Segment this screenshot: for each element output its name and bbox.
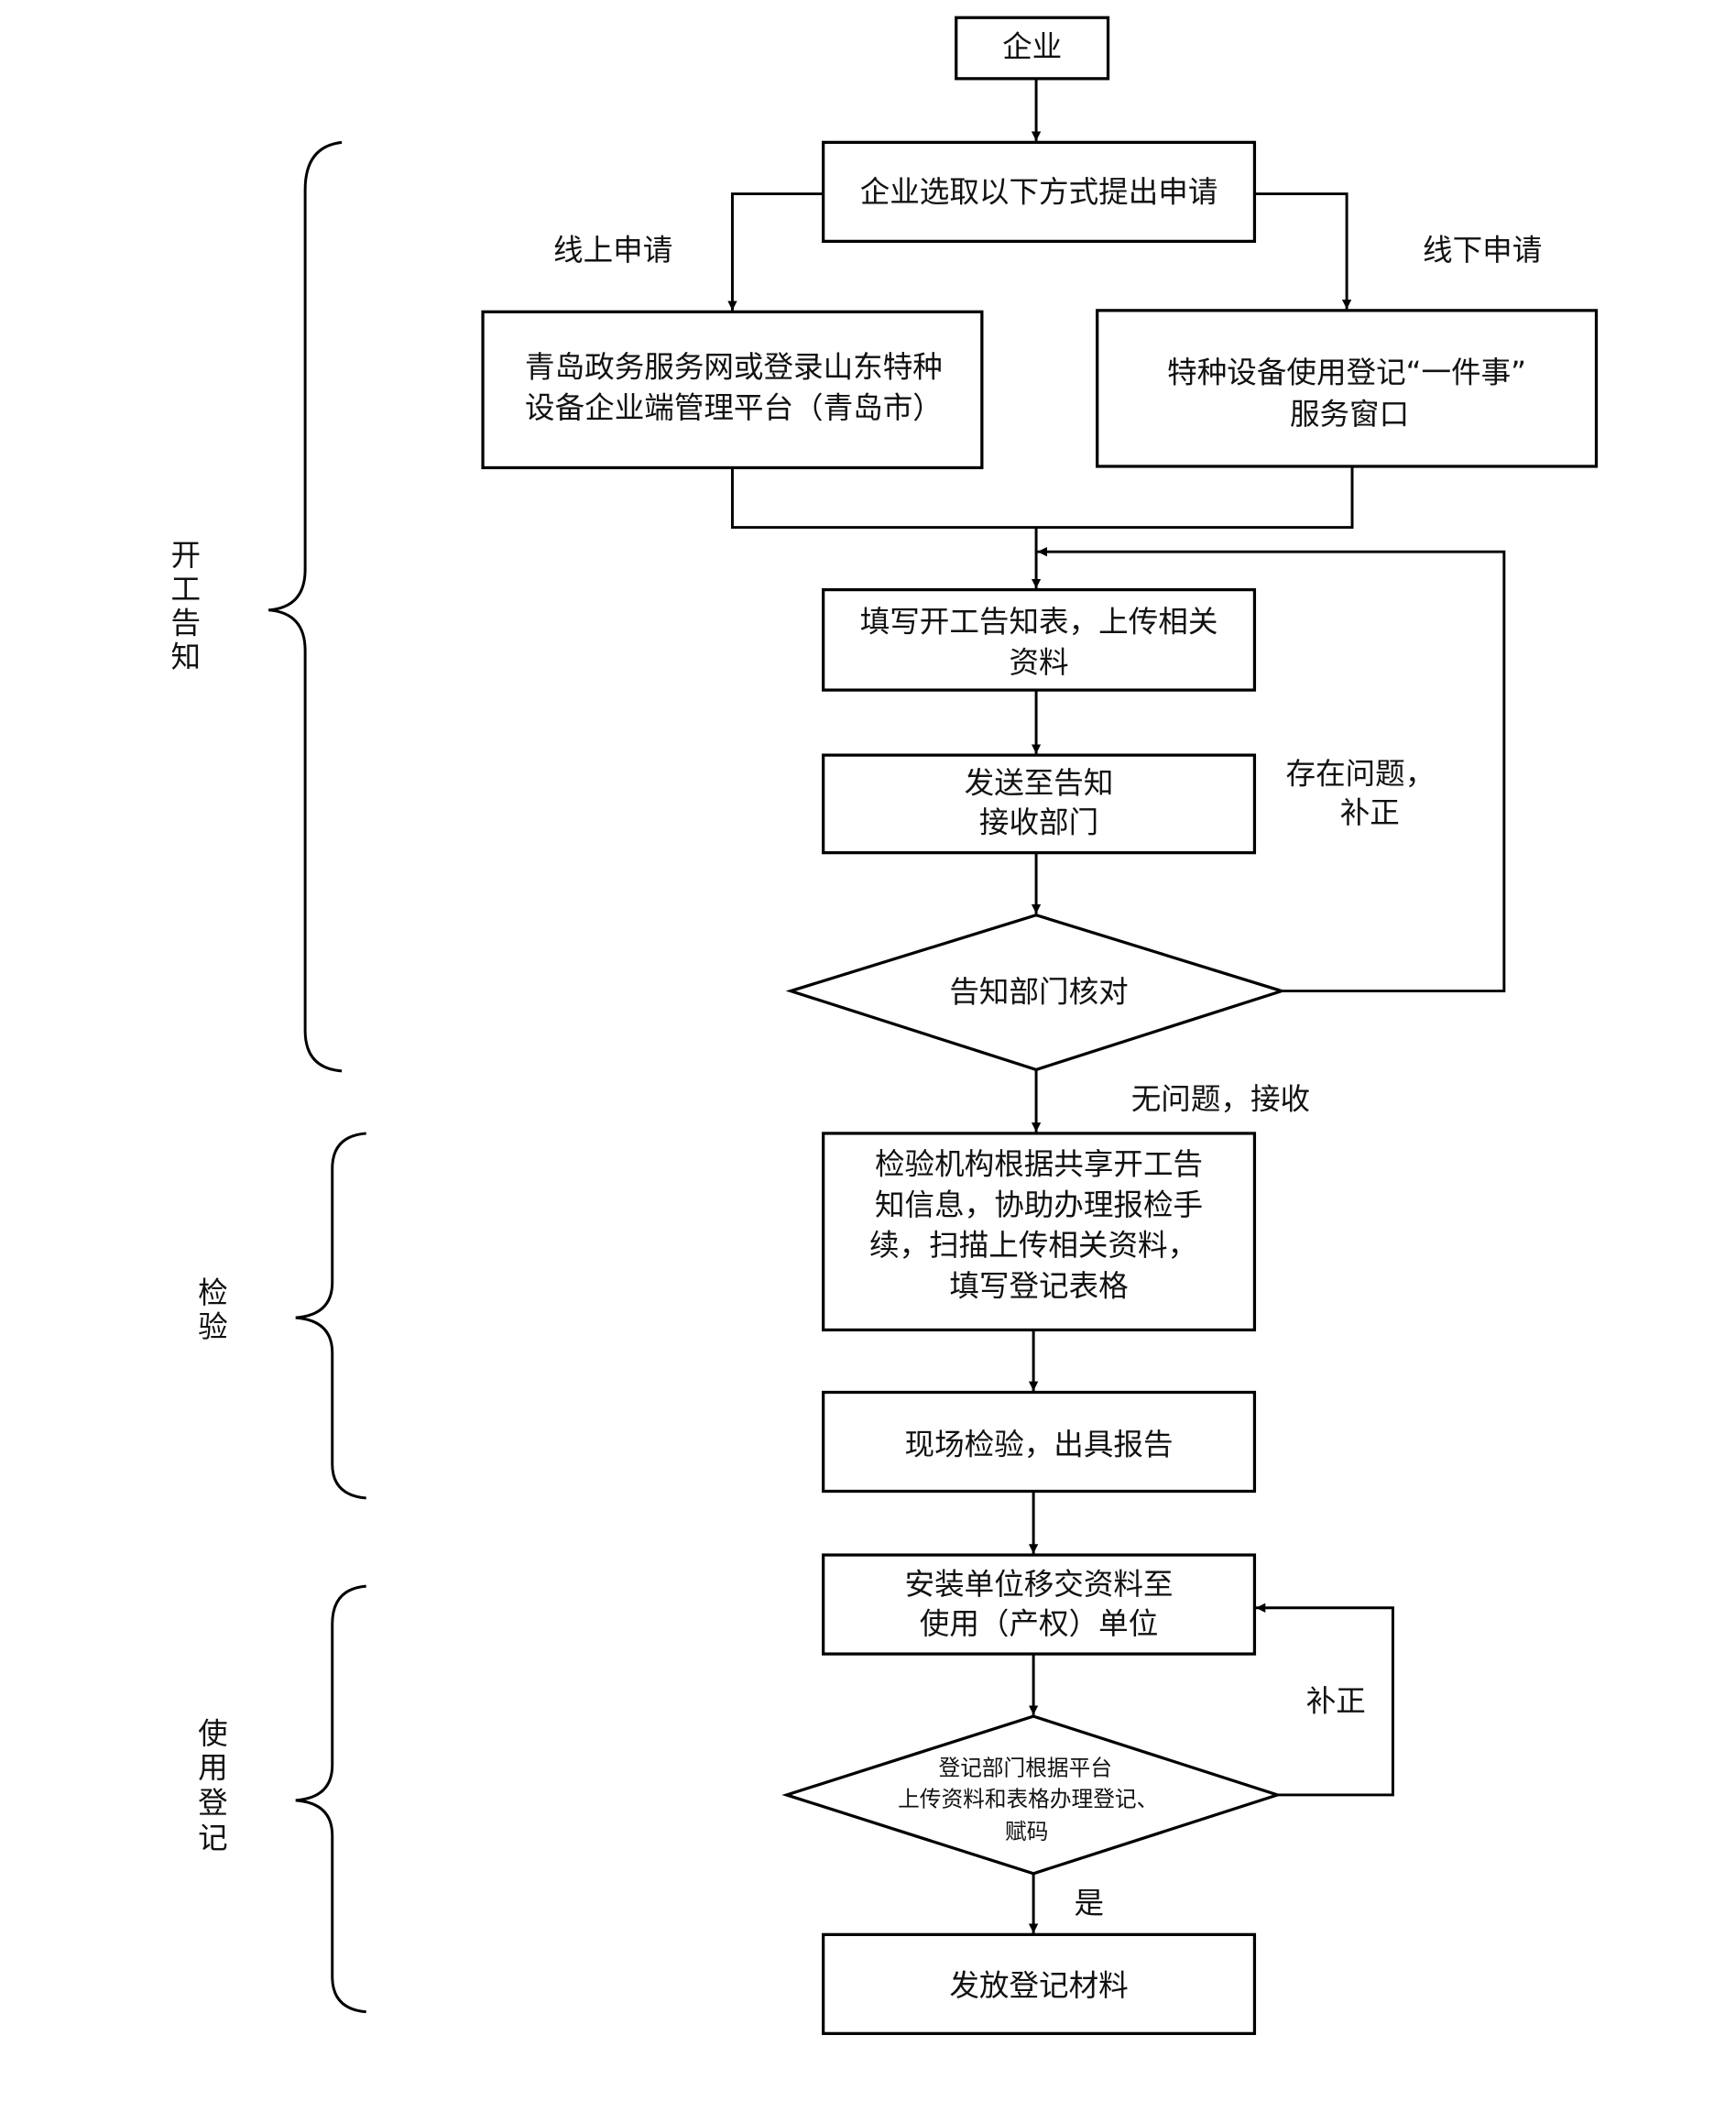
node-text: 安装单位移交资料至 bbox=[905, 1567, 1174, 1602]
phase-label-registration: 使 用 登 记 bbox=[198, 1716, 228, 1855]
edge-label-fix: 补正 bbox=[1306, 1683, 1366, 1718]
node-inspection-org: 检验机构根据共享开工告 知信息，协助办理报检手 续，扫描上传相关资料， 填写登记… bbox=[822, 1132, 1257, 1332]
node-text: 服务窗口 bbox=[1290, 397, 1409, 432]
arrow-loop-fix bbox=[1255, 1603, 1394, 1797]
phase-label-inspection: 检 验 bbox=[198, 1275, 228, 1344]
node-text: 登记部门根据平台 bbox=[939, 1755, 1112, 1780]
phase-brace-start-notice bbox=[268, 140, 343, 1073]
node-apply: 企业选取以下方式提出申请 bbox=[822, 140, 1257, 243]
node-issue-materials: 发放登记材料 bbox=[822, 1932, 1257, 2035]
phase-char: 告 bbox=[171, 606, 202, 640]
node-text: 特种设备使用登记“一件事” bbox=[1167, 355, 1526, 389]
edge-label-no-problem: 无问题，接收 bbox=[1131, 1081, 1310, 1116]
merge-line bbox=[730, 465, 1354, 530]
phase-char: 开 bbox=[171, 538, 202, 573]
node-offline-window: 特种设备使用登记“一件事” 服务窗口 bbox=[1096, 309, 1599, 468]
node-enterprise: 企业 bbox=[955, 16, 1110, 81]
node-online-platform: 青岛政务服务网或登录山东特种 设备企业端管理平台（青岛市） bbox=[481, 310, 984, 470]
phase-char: 工 bbox=[171, 572, 202, 607]
node-text: 接收部门 bbox=[979, 805, 1098, 840]
node-text: 告知部门核对 bbox=[949, 975, 1128, 1010]
node-onsite-inspection: 现场检验，出具报告 bbox=[822, 1390, 1257, 1494]
node-text: 青岛政务服务网或登录山东特种 bbox=[525, 349, 943, 384]
edge-label-online: 线上申请 bbox=[553, 233, 672, 268]
node-text: 赋码 bbox=[1005, 1819, 1048, 1844]
edge-label-yes: 是 bbox=[1075, 1886, 1105, 1921]
node-text: 上传资料和表格办理登记、 bbox=[898, 1786, 1158, 1811]
edge-label-problem-fix: 补正 bbox=[1340, 795, 1400, 830]
edge-label-offline: 线下申请 bbox=[1423, 233, 1542, 268]
node-register-decision: 登记部门根据平台 上传资料和表格办理登记、 赋码 bbox=[781, 1714, 1283, 1876]
phase-char: 登 bbox=[198, 1785, 228, 1820]
arrow-loop-problem-fix bbox=[1037, 547, 1506, 993]
node-text: 填写登记表格 bbox=[949, 1269, 1128, 1304]
node-send-dept: 发送至告知 接收部门 bbox=[822, 753, 1257, 855]
node-text: 发送至告知 bbox=[965, 766, 1114, 801]
phase-label-start-notice: 开 工 告 知 bbox=[171, 538, 202, 674]
arrow-online-branch bbox=[727, 192, 824, 311]
phase-char: 知 bbox=[171, 640, 202, 674]
node-transfer-docs: 安装单位移交资料至 使用（产权）单位 bbox=[822, 1553, 1257, 1656]
node-check-decision: 告知部门核对 bbox=[785, 914, 1287, 1072]
node-text: 现场检验，出具报告 bbox=[905, 1428, 1174, 1462]
phase-char: 用 bbox=[198, 1750, 228, 1785]
phase-char: 检 bbox=[198, 1275, 228, 1310]
phase-char: 使 bbox=[198, 1716, 228, 1751]
node-text: 填写开工告知表，上传相关 bbox=[860, 605, 1218, 640]
node-text: 续，扫描上传相关资料， bbox=[869, 1228, 1197, 1263]
phase-brace-inspection bbox=[295, 1132, 366, 1500]
node-text: 检验机构根据共享开工告 bbox=[875, 1146, 1203, 1181]
phase-char: 验 bbox=[198, 1309, 228, 1344]
node-text: 使用（产权）单位 bbox=[920, 1606, 1158, 1641]
node-text: 资料 bbox=[1009, 645, 1068, 680]
node-text: 企业 bbox=[1002, 29, 1062, 64]
phase-char: 记 bbox=[198, 1821, 228, 1855]
edge-label-problem: 存在问题， bbox=[1286, 756, 1436, 791]
node-text: 企业选取以下方式提出申请 bbox=[860, 175, 1218, 210]
phase-brace-registration bbox=[295, 1584, 366, 2014]
node-text: 知信息，协助办理报检手 bbox=[875, 1187, 1203, 1222]
arrow-offline-branch bbox=[1254, 192, 1352, 310]
node-fill-form: 填写开工告知表，上传相关 资料 bbox=[822, 587, 1257, 692]
node-text: 设备企业端管理平台（青岛市） bbox=[525, 390, 943, 425]
node-text: 发放登记材料 bbox=[949, 1968, 1128, 2003]
